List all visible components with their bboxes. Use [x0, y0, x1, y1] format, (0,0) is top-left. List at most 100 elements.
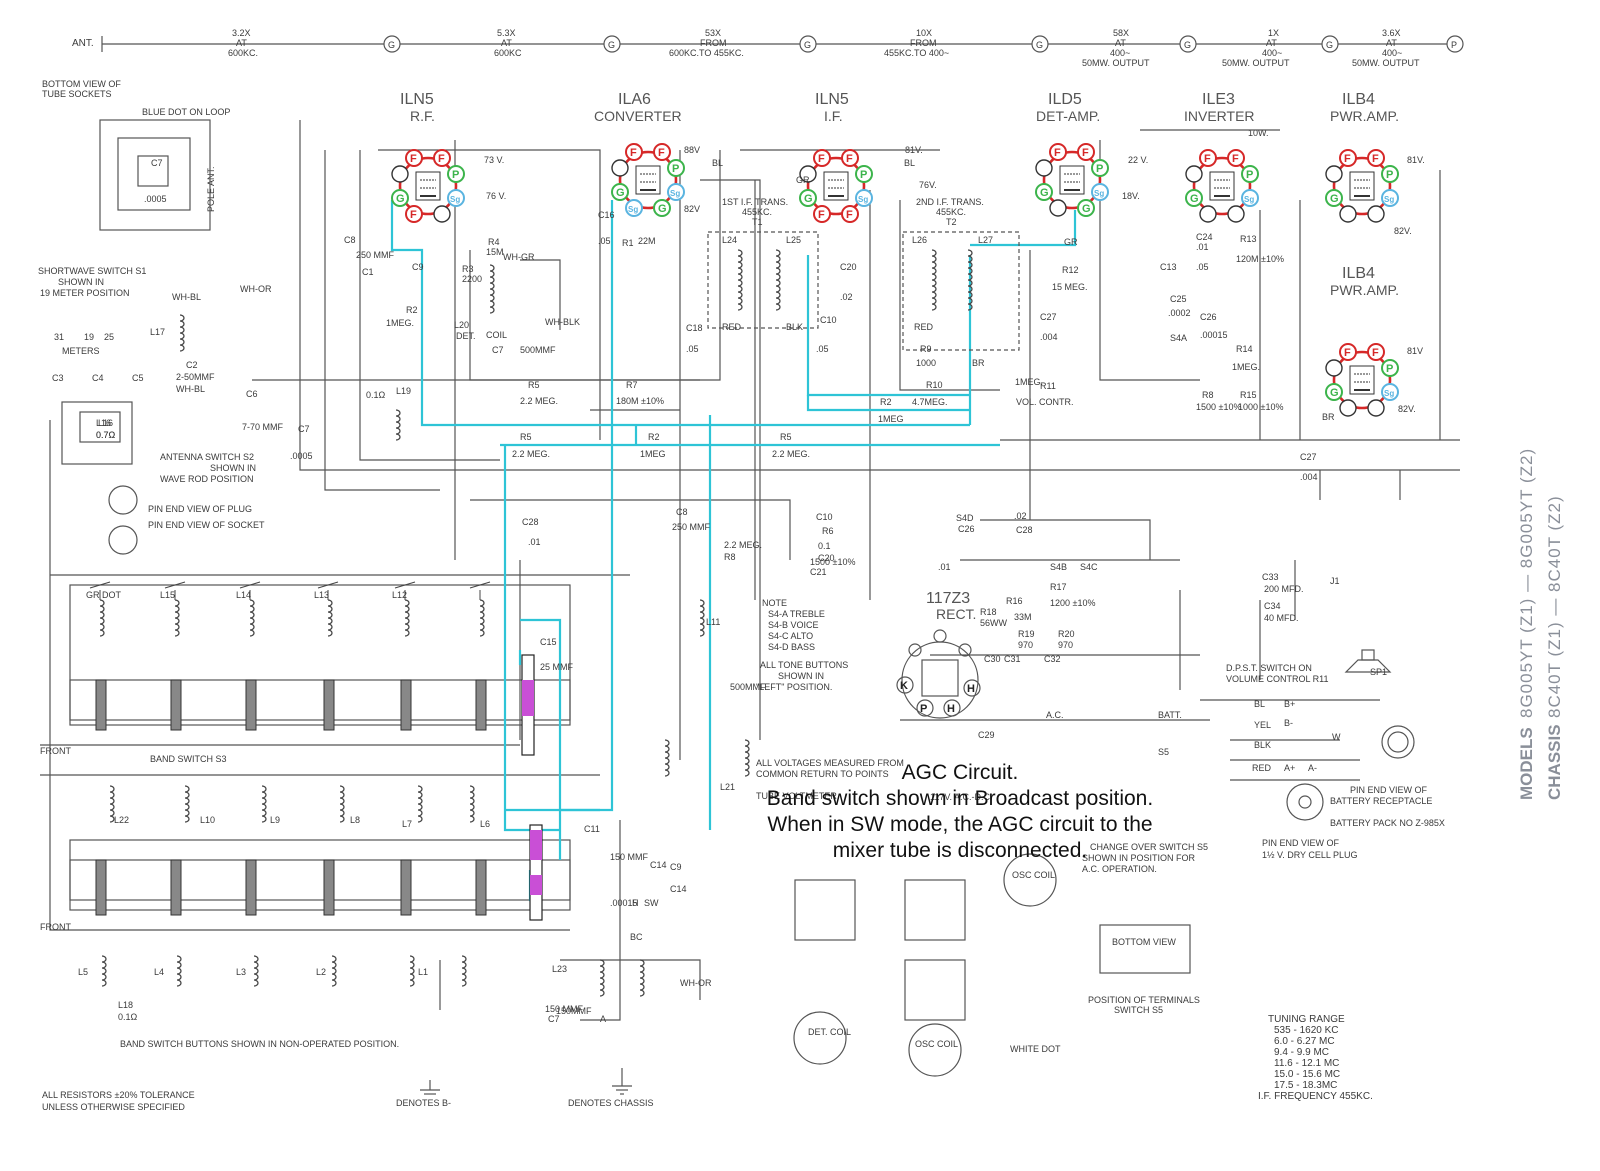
svg-text:A.C.: A.C. [1046, 710, 1064, 720]
svg-text:400~: 400~ [1110, 48, 1130, 58]
wire-color-label: YEL [1254, 720, 1271, 730]
tube-det-role: DET-AMP. [1036, 108, 1100, 124]
component-label: SP1 [1370, 667, 1387, 677]
component-label: L4 [154, 967, 164, 977]
chain-node-g-4: G [1031, 35, 1049, 53]
component-label: SW [644, 898, 659, 908]
component-label: C8 [344, 235, 356, 245]
component-label: 33M [1014, 612, 1032, 622]
component-label: R2 [648, 432, 660, 442]
component-label: C25 [1170, 294, 1187, 304]
component-label: R10 [926, 380, 943, 390]
svg-text:G: G [804, 193, 813, 205]
band-coil-lower-6 [461, 785, 475, 987]
component-label: .004 [1040, 332, 1058, 342]
component-label: 1000 ±10% [1238, 402, 1283, 412]
component-label: C2 [186, 360, 198, 370]
component-label: R5 [528, 380, 540, 390]
svg-text:82V.: 82V. [1394, 226, 1412, 236]
component-label: 1MEG. [1015, 377, 1043, 387]
svg-text:18V.: 18V. [1122, 191, 1140, 201]
component-label: 250 MMF [672, 522, 711, 532]
svg-text:P: P [1096, 163, 1103, 175]
component-label: .0005 [290, 451, 313, 461]
svg-text:G: G [804, 40, 811, 50]
component-label: C9 [670, 862, 682, 872]
rect-name: 117Z3 [926, 590, 970, 607]
sw-switch-line1: SHORTWAVE SWITCH S1 [38, 266, 146, 276]
svg-text:19: 19 [84, 332, 94, 342]
component-label: .02 [1014, 511, 1027, 521]
tube-inv-name: ILE3 [1202, 91, 1235, 108]
component-label: 2-50MMF [176, 372, 215, 382]
wire-color-label: WH-GR [503, 252, 535, 262]
component-label: L3 [236, 967, 246, 977]
svg-text:AT: AT [1386, 38, 1397, 48]
tuning-range: TUNING RANGE 535 - 1620 KC 6.0 - 6.27 MC… [1258, 1014, 1373, 1102]
band-coil-lower-4 [331, 785, 345, 987]
svg-text:BATTERY PACK NO Z-985X: BATTERY PACK NO Z-985X [1330, 818, 1445, 828]
component-label: 1500 ±10% [810, 557, 855, 567]
svg-text:TUNING RANGE: TUNING RANGE [1268, 1014, 1345, 1025]
wire-color-label: RED [914, 322, 934, 332]
component-label: C33 [1262, 572, 1279, 582]
svg-text:BATT.: BATT. [1158, 710, 1182, 720]
svg-text:SHOWN IN POSITION FOR: SHOWN IN POSITION FOR [1082, 853, 1196, 863]
component-label: C15 [540, 637, 557, 647]
svg-text:G: G [616, 187, 625, 199]
svg-text:S4-D BASS: S4-D BASS [768, 642, 815, 652]
svg-text:455KC.: 455KC. [742, 207, 772, 217]
if-coil-1 [737, 249, 743, 311]
component-label: L27 [978, 235, 993, 245]
rect-role: RECT. [936, 606, 976, 622]
component-label: S4B [1050, 562, 1067, 572]
component-label: C10 [820, 315, 837, 325]
wire-color-label: RED [722, 322, 742, 332]
svg-text:SWITCH S5: SWITCH S5 [1114, 1005, 1163, 1015]
svg-text:P: P [1386, 169, 1393, 181]
wire-color-label: A- [1308, 763, 1317, 773]
component-label: 40 MFD. [1264, 613, 1299, 623]
component-label: .00015 [610, 898, 638, 908]
svg-text:H: H [947, 703, 955, 715]
svg-text:PIN END VIEW OF: PIN END VIEW OF [1350, 785, 1428, 795]
svg-text:15.0 - 15.6 MC: 15.0 - 15.6 MC [1274, 1069, 1340, 1080]
agc-caption: AGC Circuit. Band switch shown in Broadc… [700, 760, 1220, 864]
svg-text:VOLUME CONTROL R11: VOLUME CONTROL R11 [1226, 674, 1329, 684]
component-label: 180M ±10% [616, 396, 664, 406]
svg-text:FROM: FROM [910, 38, 937, 48]
component-label: .05 [1196, 262, 1209, 272]
svg-text:G: G [608, 40, 615, 50]
component-label: .01 [1196, 242, 1209, 252]
svg-text:.0005: .0005 [144, 194, 167, 204]
component-label: R8 [724, 552, 736, 562]
component-label: C27 [1300, 452, 1317, 462]
chain-stage-5: 58X AT 400~ 50MW. OUTPUT [1082, 28, 1150, 68]
svg-text:1ST I.F. TRANS.: 1ST I.F. TRANS. [722, 197, 788, 207]
svg-text:81V.: 81V. [1407, 155, 1425, 165]
component-label: L21 [720, 782, 735, 792]
component-label: C30 [984, 654, 1001, 664]
svg-text:G: G [388, 40, 395, 50]
svg-text:50MW. OUTPUT: 50MW. OUTPUT [1222, 58, 1290, 68]
svg-text:Sg: Sg [1244, 195, 1254, 204]
component-label: 1000 [916, 358, 936, 368]
svg-text:P: P [1246, 169, 1253, 181]
svg-text:G: G [396, 193, 405, 205]
component-label: R3 [462, 264, 474, 274]
component-label: .05 [598, 236, 611, 246]
component-label: DET. [456, 331, 476, 341]
svg-text:F: F [438, 153, 445, 165]
component-label: S4D [956, 513, 974, 523]
svg-text:G: G [658, 203, 667, 215]
svg-text:F: F [818, 153, 825, 165]
component-label: COIL [486, 330, 507, 340]
component-label: S4A [1170, 333, 1187, 343]
component-label: C1 [362, 267, 374, 277]
svg-text:P: P [860, 169, 867, 181]
band-coil-upper-6 [469, 581, 491, 916]
chain-stage-6: 1X AT 400~ 50MW. OUTPUT [1222, 28, 1290, 68]
svg-text:P: P [452, 169, 459, 181]
